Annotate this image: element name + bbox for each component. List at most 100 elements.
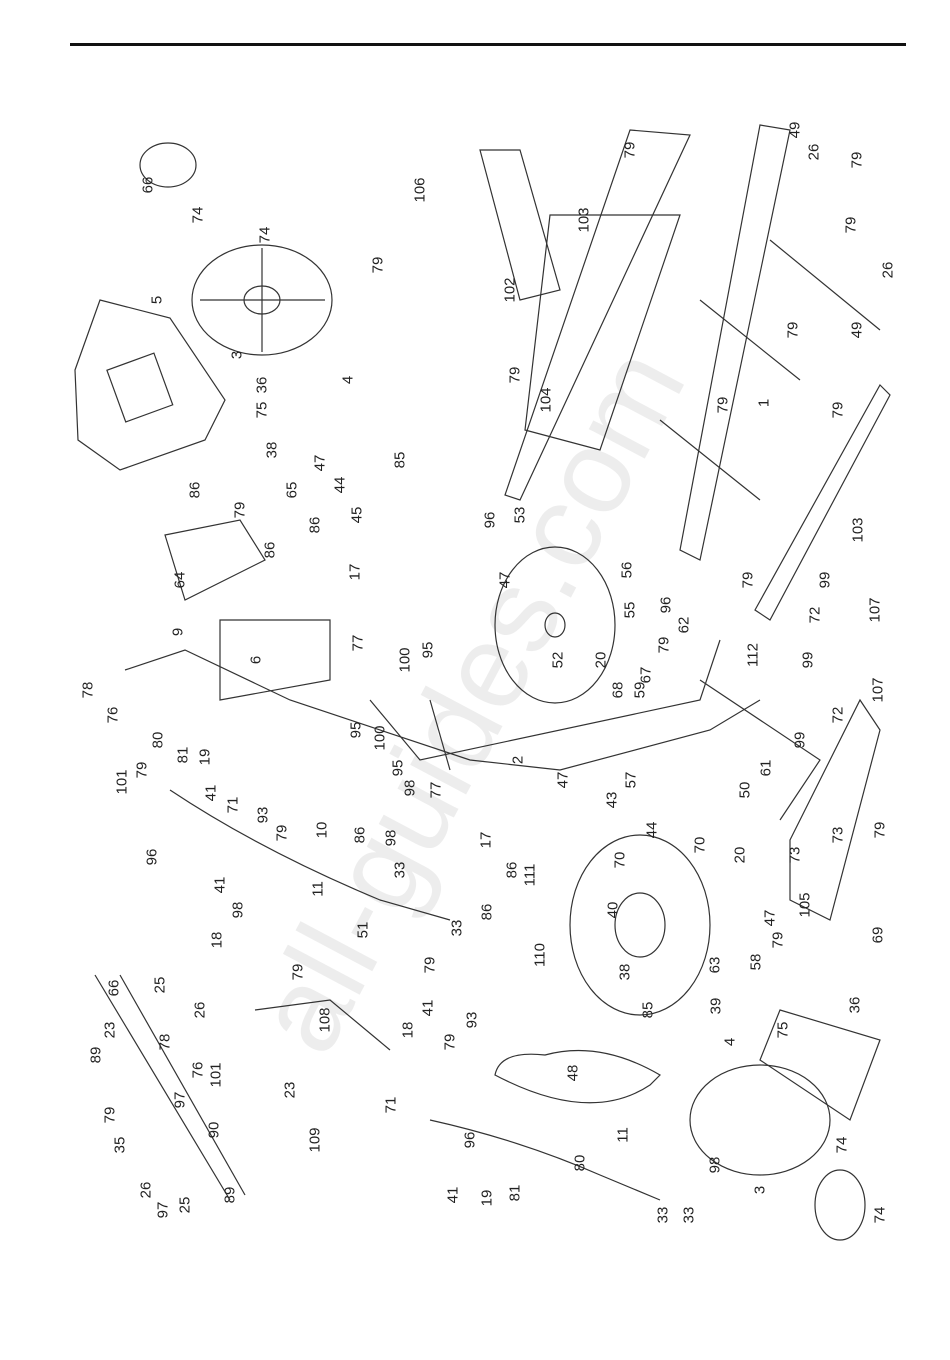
part-number-label: 33 [448, 919, 466, 937]
part-number-label: 72 [829, 706, 847, 724]
part-number-label: 63 [706, 956, 724, 974]
part-number-label: 79 [842, 216, 860, 234]
part-number-label: 70 [611, 851, 629, 869]
part-number-label: 79 [739, 571, 757, 589]
part-number-label: 50 [736, 781, 754, 799]
part-number-label: 74 [871, 1206, 889, 1224]
part-number-label: 71 [224, 796, 242, 814]
part-number-label: 78 [79, 681, 97, 699]
part-number-label: 18 [208, 931, 226, 949]
part-number-label: 95 [419, 641, 437, 659]
flywheels [494, 546, 711, 1104]
part-number-label: 3 [751, 1185, 769, 1195]
part-number-label: 66 [105, 979, 123, 997]
part-number-label: 110 [531, 943, 549, 967]
part-number-label: 96 [143, 848, 161, 866]
part-number-label: 33 [680, 1206, 698, 1224]
part-number-label: 58 [747, 953, 765, 971]
part-number-label: 49 [848, 321, 866, 339]
header-rule [70, 43, 906, 46]
part-number-label: 107 [866, 597, 884, 623]
part-number-label: 107 [869, 677, 887, 703]
part-number-label: 99 [791, 731, 809, 749]
part-number-label: 47 [311, 454, 329, 472]
part-number-label: 100 [396, 647, 414, 673]
part-number-label: 1 [755, 398, 773, 408]
part-number-label: 95 [347, 721, 365, 739]
part-number-label: 85 [391, 451, 409, 469]
part-number-label: 97 [154, 1201, 172, 1219]
part-number-label: 25 [151, 976, 169, 994]
part-number-label: 98 [229, 901, 247, 919]
main-frame [124, 519, 821, 821]
part-number-label: 41 [419, 999, 437, 1017]
part-number-label: 41 [444, 1186, 462, 1204]
part-number-label: 77 [349, 634, 367, 652]
part-number-label: 79 [506, 366, 524, 384]
part-number-label: 43 [603, 791, 621, 809]
part-number-label: 98 [401, 779, 419, 797]
part-number-label: 26 [137, 1181, 155, 1199]
part-number-label: 99 [816, 571, 834, 589]
seat-rail-assembly [479, 124, 891, 621]
part-number-label: 86 [186, 481, 204, 499]
part-number-label: 79 [784, 321, 802, 339]
part-number-label: 105 [796, 892, 814, 918]
part-number-label: 49 [786, 121, 804, 139]
part-number-label: 20 [592, 651, 610, 669]
part-number-label: 79 [273, 824, 291, 842]
part-number-label: 11 [614, 1127, 632, 1143]
part-number-label: 26 [191, 1001, 209, 1019]
part-number-label: 4 [721, 1037, 739, 1047]
part-number-label: 5 [148, 295, 166, 305]
part-number-label: 40 [604, 901, 622, 919]
part-number-label: 71 [382, 1096, 400, 1114]
part-number-label: 26 [879, 261, 897, 279]
part-number-label: 25 [176, 1196, 194, 1214]
part-number-label: 106 [411, 177, 429, 203]
part-number-label: 81 [174, 746, 192, 764]
part-number-label: 73 [829, 826, 847, 844]
part-number-label: 52 [549, 651, 567, 669]
part-number-label: 2 [509, 755, 527, 765]
part-number-label: 86 [351, 826, 369, 844]
part-number-label: 33 [654, 1206, 672, 1224]
part-number-label: 79 [289, 963, 307, 981]
part-number-label: 72 [806, 606, 824, 624]
part-number-label: 48 [564, 1064, 582, 1082]
part-number-label: 73 [786, 846, 804, 864]
part-number-label: 20 [731, 846, 749, 864]
part-number-label: 35 [111, 1136, 129, 1154]
part-number-label: 80 [149, 731, 167, 749]
part-number-label: 4 [339, 375, 357, 385]
part-number-label: 86 [478, 903, 496, 921]
part-number-label: 85 [639, 1001, 657, 1019]
part-number-label: 18 [399, 1021, 417, 1039]
part-number-label: 56 [618, 561, 636, 579]
part-number-label: 79 [441, 1033, 459, 1051]
part-number-label: 79 [621, 141, 639, 159]
part-number-label: 3 [228, 350, 246, 360]
part-number-label: 45 [348, 506, 366, 524]
part-number-label: 55 [621, 601, 639, 619]
part-number-label: 70 [691, 836, 709, 854]
rear-cover [789, 698, 881, 921]
part-number-label: 23 [281, 1081, 299, 1099]
part-number-label: 26 [805, 143, 823, 161]
part-number-label: 96 [481, 511, 499, 529]
part-number-label: 86 [306, 516, 324, 534]
part-number-label: 79 [133, 761, 151, 779]
part-number-label: 66 [139, 176, 157, 194]
part-number-label: 93 [254, 806, 272, 824]
console [74, 299, 226, 471]
fan-shroud-upper [139, 142, 333, 356]
part-number-label: 79 [769, 931, 787, 949]
part-number-label: 77 [427, 781, 445, 799]
part-number-label: 86 [261, 541, 279, 559]
part-number-label: 61 [757, 759, 775, 777]
part-number-label: 10 [313, 821, 331, 839]
part-number-label: 39 [707, 997, 725, 1015]
part-number-label: 112 [744, 643, 762, 667]
